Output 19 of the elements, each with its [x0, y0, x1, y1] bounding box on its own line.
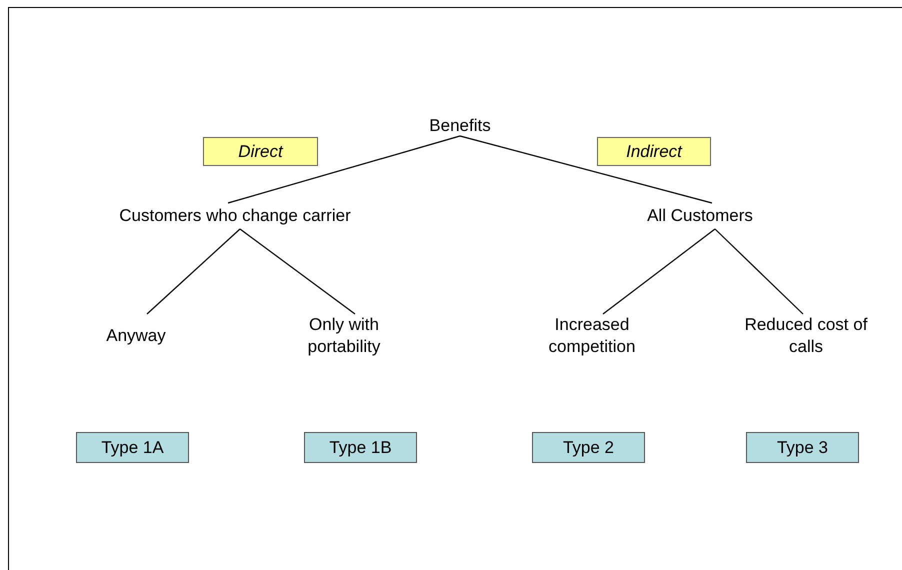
type-label: Type 1A	[76, 432, 189, 463]
connector-line	[714, 228, 804, 314]
category-tag: Direct	[203, 137, 318, 166]
type-label: Type 3	[746, 432, 859, 463]
type-label: Type 1B	[304, 432, 417, 463]
category-tag: Indirect	[597, 137, 711, 166]
connector-line	[228, 135, 460, 204]
node-label: Benefits	[429, 115, 491, 137]
node-label: Anyway	[106, 325, 166, 347]
connector-line	[240, 228, 356, 314]
connector-line	[602, 228, 716, 314]
node-label: Only with portability	[306, 314, 382, 358]
node-label: All Customers	[647, 205, 753, 227]
connector-line	[146, 228, 240, 314]
type-label: Type 2	[532, 432, 645, 463]
node-label: Customers who change carrier	[119, 205, 351, 227]
node-label: Increased competition	[548, 314, 636, 358]
connector-line	[460, 135, 712, 204]
node-label: Reduced cost of calls	[744, 314, 868, 358]
